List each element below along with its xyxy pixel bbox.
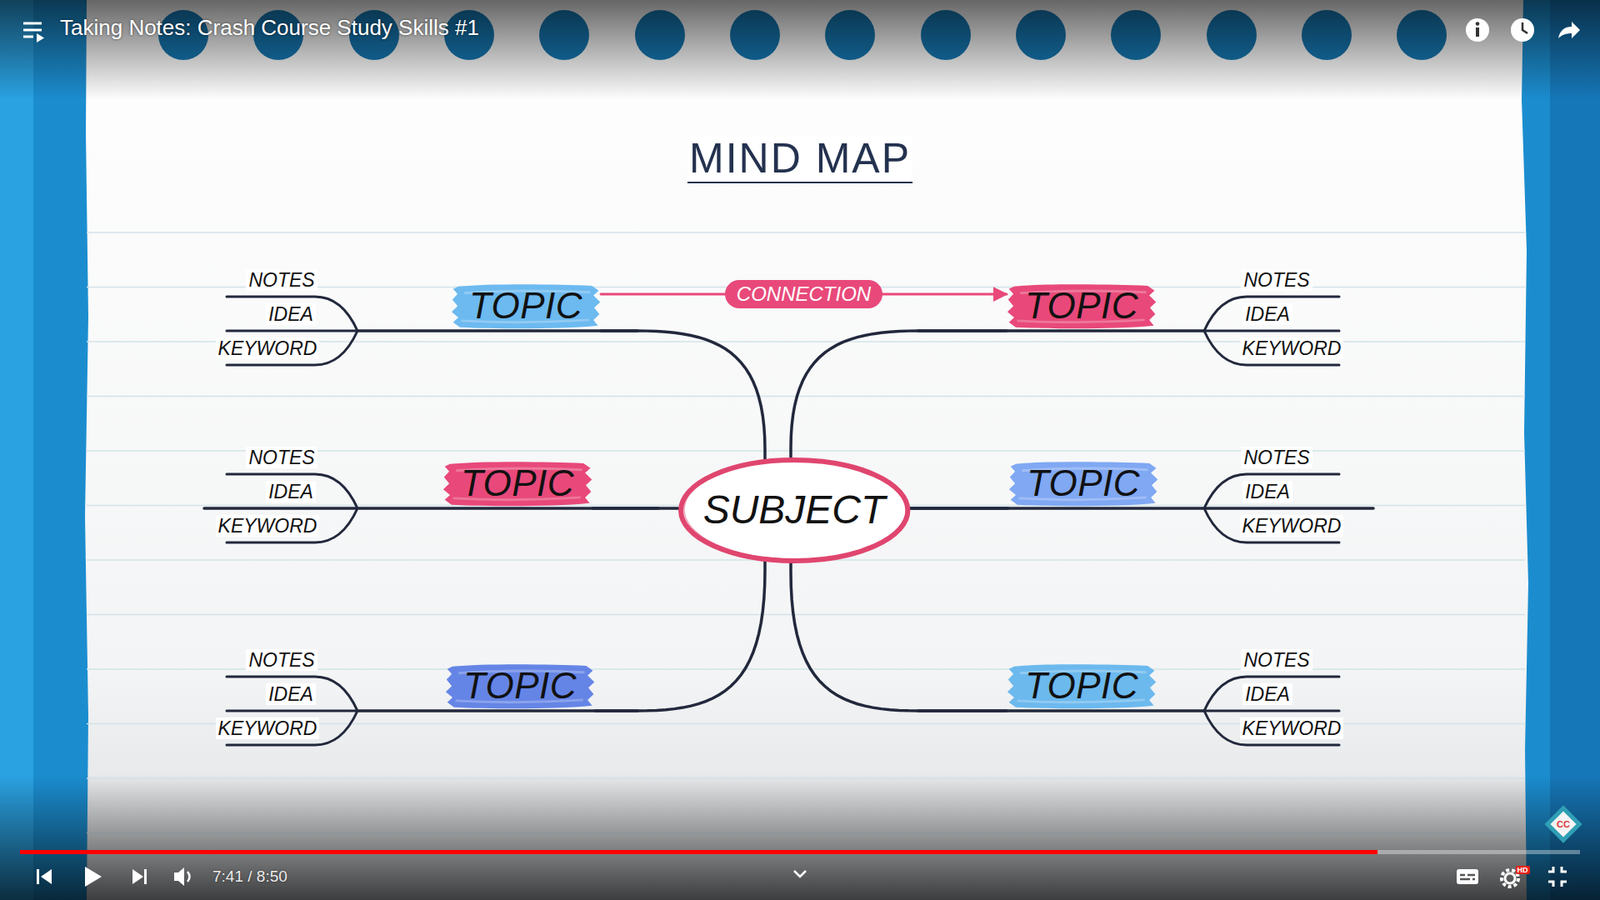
topic-brush: TOPIC <box>1008 459 1159 509</box>
quality-badge: HD <box>1515 865 1530 875</box>
branch-lines <box>204 330 1374 711</box>
playlist-icon <box>36 33 45 43</box>
subtitles-icon <box>1456 869 1479 885</box>
branch-label: NOTES <box>1240 649 1312 671</box>
brush-stroke <box>443 462 592 507</box>
channel-logo-text: CC <box>1556 819 1570 830</box>
clock-icon <box>1510 18 1535 42</box>
fork-lines <box>226 296 1340 745</box>
logo-inner <box>1550 810 1576 837</box>
topic-brush: TOPIC <box>445 661 595 711</box>
branch-connector <box>790 562 1007 711</box>
branch-connector <box>592 506 679 510</box>
brush-stroke <box>1007 665 1156 710</box>
branch-connector <box>910 506 1009 510</box>
connection-label: CONNECTION <box>725 280 883 310</box>
brush-stroke <box>1007 285 1156 330</box>
branch-label: IDEA <box>1242 683 1293 705</box>
logo-diamond <box>1544 805 1582 843</box>
branch-connector <box>600 330 765 460</box>
branch-label: NOTES <box>1240 269 1312 291</box>
branch-label: KEYWORD <box>215 337 320 360</box>
branch-label: NOTES <box>1240 446 1312 469</box>
topic-text: TOPIC <box>460 462 575 505</box>
brush-stroke <box>451 285 600 330</box>
ellipse-outline <box>680 460 908 561</box>
playlist-icon <box>23 23 42 37</box>
exit-fullscreen-icon <box>1548 866 1567 887</box>
branch-label: KEYWORD <box>1240 515 1345 537</box>
topic-text: TOPIC <box>469 285 583 328</box>
topic-text: TOPIC <box>1026 462 1140 505</box>
branch-connector <box>595 560 765 711</box>
previous-icon <box>36 869 40 885</box>
branch-label: IDEA <box>265 480 316 503</box>
topic-brush: TOPIC <box>1006 661 1157 711</box>
ruled-lines <box>86 232 1525 834</box>
channel-logo <box>1544 805 1582 843</box>
chevron-icon <box>794 870 806 877</box>
topic-brush: TOPIC <box>450 281 601 331</box>
next-icon <box>144 869 147 885</box>
branch-connector <box>790 330 1007 458</box>
branch-label: IDEA <box>1242 480 1293 503</box>
subtitles-icon <box>1460 875 1475 880</box>
branch-label: IDEA <box>265 303 316 325</box>
notebook-paper <box>85 0 1529 900</box>
topic-brush: TOPIC <box>1006 281 1157 331</box>
branch-label: KEYWORD <box>215 515 320 537</box>
blue-stripe <box>1550 0 1600 900</box>
settings-icon <box>1505 873 1515 884</box>
topic-text: TOPIC <box>1025 665 1139 708</box>
volume-icon <box>174 867 185 886</box>
branch-label: NOTES <box>245 269 317 291</box>
previous-icon <box>40 869 52 885</box>
branch-label: KEYWORD <box>1240 337 1345 360</box>
volume-icon <box>187 871 190 882</box>
bottom-shade <box>0 775 1600 900</box>
topic-brush: TOPIC <box>442 459 593 509</box>
info-icon <box>1475 21 1480 26</box>
diagram-title: MIND MAP <box>687 136 913 185</box>
info-icon <box>1475 27 1480 37</box>
progress-played <box>20 850 1378 855</box>
subject-ellipse: SUBJECT <box>677 456 911 565</box>
branch-label: KEYWORD <box>1240 717 1345 740</box>
subject-text: SUBJECT <box>703 486 886 533</box>
progress-track <box>20 850 1580 855</box>
branch-label: KEYWORD <box>215 717 320 740</box>
play-icon <box>85 866 102 887</box>
share-icon <box>1558 21 1580 39</box>
ellipse-sketch-line <box>684 460 906 560</box>
brush-stroke <box>445 665 595 710</box>
clock-icon <box>1522 22 1528 34</box>
branch-label: IDEA <box>265 683 316 705</box>
time-display: 7:41 / 8:50 <box>212 867 288 886</box>
brush-stroke <box>1009 462 1158 507</box>
blue-stripe <box>0 0 34 900</box>
top-shade <box>0 0 1600 100</box>
info-icon <box>1465 18 1490 42</box>
branch-label: NOTES <box>245 649 317 671</box>
topic-text: TOPIC <box>463 665 577 708</box>
topic-text: TOPIC <box>1025 285 1139 328</box>
next-icon <box>132 869 144 885</box>
branch-label: IDEA <box>1242 303 1293 325</box>
video-title: Taking Notes: Crash Course Study Skills … <box>60 15 480 41</box>
branch-label: NOTES <box>245 446 317 469</box>
